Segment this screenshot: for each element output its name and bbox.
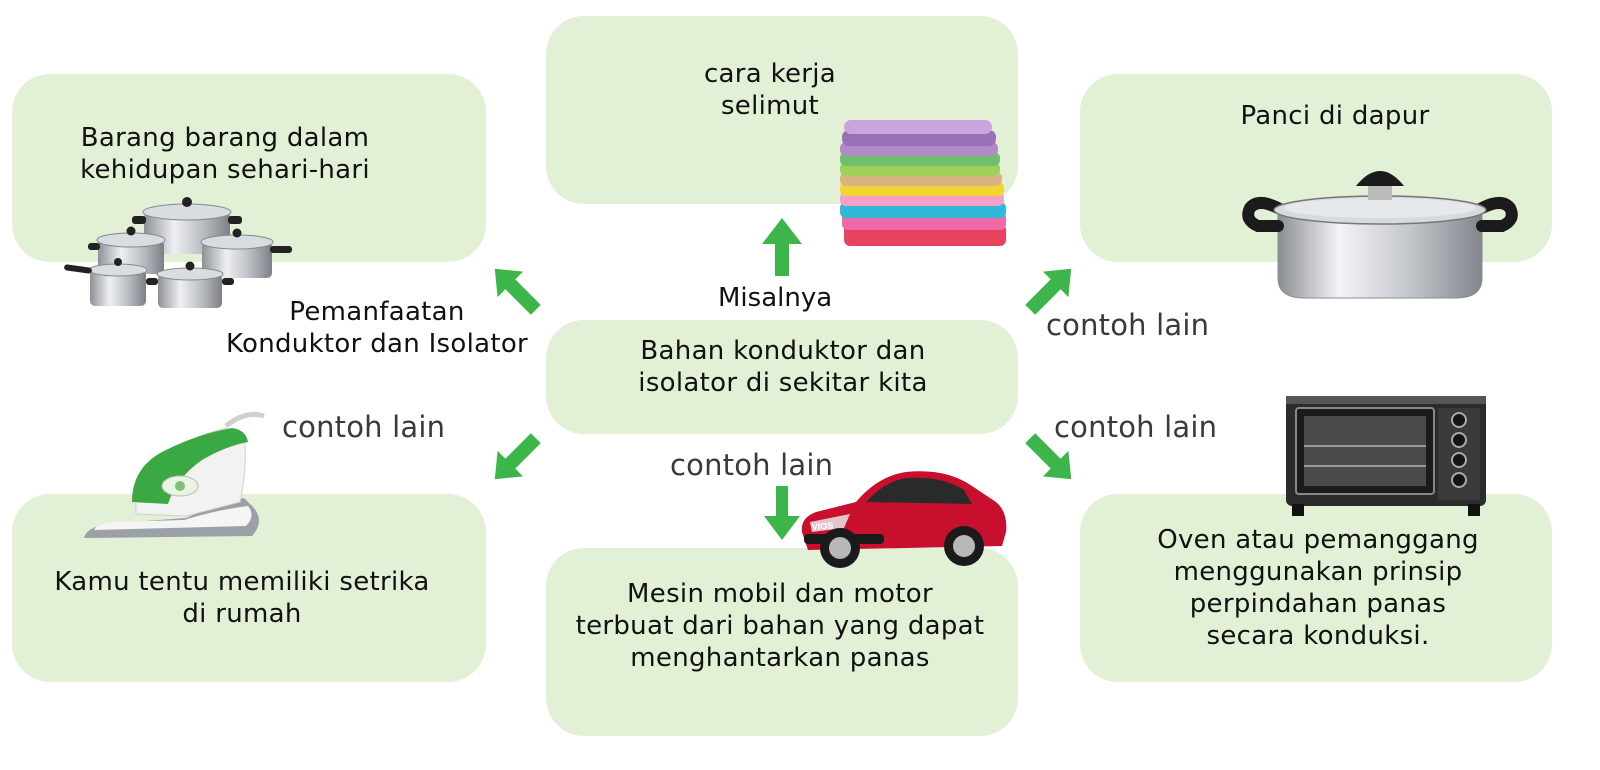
box-bottom-center <box>546 548 1018 736</box>
box-top-left <box>12 74 486 262</box>
arrow-up-right-icon <box>1025 268 1072 315</box>
arrow-down-right-icon <box>1025 433 1072 480</box>
contoh-lain-label-top-right: contoh lain <box>1046 308 1210 342</box>
contoh-lain-label-bottom: contoh lain <box>670 448 834 482</box>
arrow-up-left-icon <box>494 268 541 315</box>
toaster-oven-icon <box>1286 396 1486 516</box>
contoh-lain-label-left: contoh lain <box>282 410 446 444</box>
red-sedan-icon: VIOS <box>801 471 1007 568</box>
car-badge-text: VIOS <box>811 521 833 532</box>
arrow-down-icon <box>764 486 800 540</box>
box-top-center-text: cara kerja selimut <box>703 59 837 121</box>
flat-iron-icon <box>84 411 265 538</box>
box-center <box>546 320 1018 434</box>
box-bottom-right <box>1080 494 1552 682</box>
box-top-right-text: Panci di dapur <box>1240 101 1430 131</box>
box-top-left-text: Barang barang dalam kehidupan sehari-har… <box>80 123 370 185</box>
pemanfaatan-label: Pemanfaatan Konduktor dan Isolator <box>225 297 529 359</box>
misalnya-label: Misalnya <box>718 283 833 313</box>
contoh-lain-label-right: contoh lain <box>1054 410 1218 444</box>
arrow-up-icon <box>762 218 802 276</box>
arrow-down-left-icon <box>494 433 541 480</box>
cooking-pot-icon <box>1242 171 1518 299</box>
folded-blankets-icon <box>840 120 1006 246</box>
box-bottom-right-text: Oven atau pemanggang menggunakan prinsip… <box>1157 525 1479 651</box>
cookware-set-icon <box>64 197 292 308</box>
box-bottom-center-text: Mesin mobil dan motor terbuat dari bahan… <box>575 579 985 673</box>
box-bottom-left-text: Kamu tentu memiliki setrika di rumah <box>54 567 430 629</box>
center-text: Bahan konduktor dan isolator di sekitar … <box>638 336 928 398</box>
